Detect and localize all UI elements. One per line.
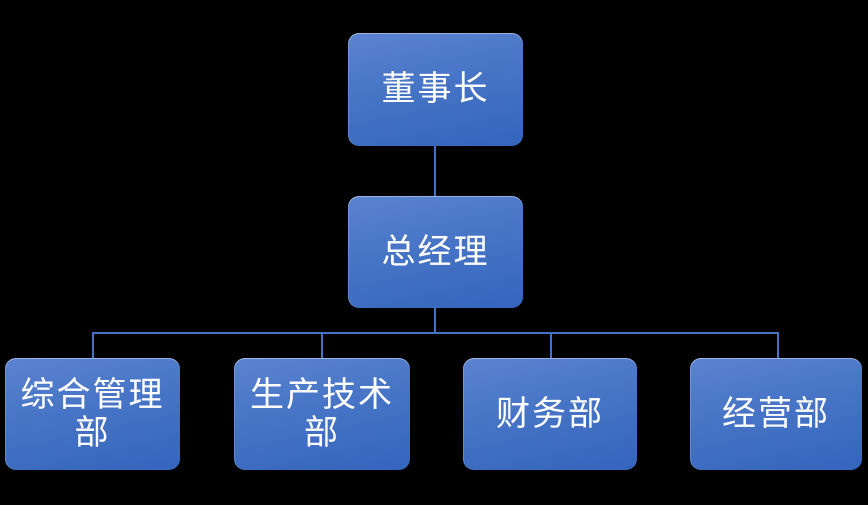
connector-drop-dept-finance [550, 332, 552, 358]
connector-gm-trunk [434, 307, 436, 333]
connector-chairman-to-gm [434, 146, 436, 196]
org-node-dept-admin: 综合管理 部 [5, 358, 180, 470]
connector-horizontal-bus [92, 332, 779, 334]
connector-drop-dept-production [321, 332, 323, 358]
connector-drop-dept-business [777, 332, 779, 358]
org-node-dept-finance: 财务部 [463, 358, 637, 470]
org-node-dept-production: 生产技术 部 [234, 358, 410, 470]
org-node-dept-business: 经营部 [690, 358, 862, 470]
org-node-general-manager: 总经理 [348, 196, 523, 308]
connector-drop-dept-admin [92, 332, 94, 358]
org-node-chairman: 董事长 [348, 33, 523, 146]
